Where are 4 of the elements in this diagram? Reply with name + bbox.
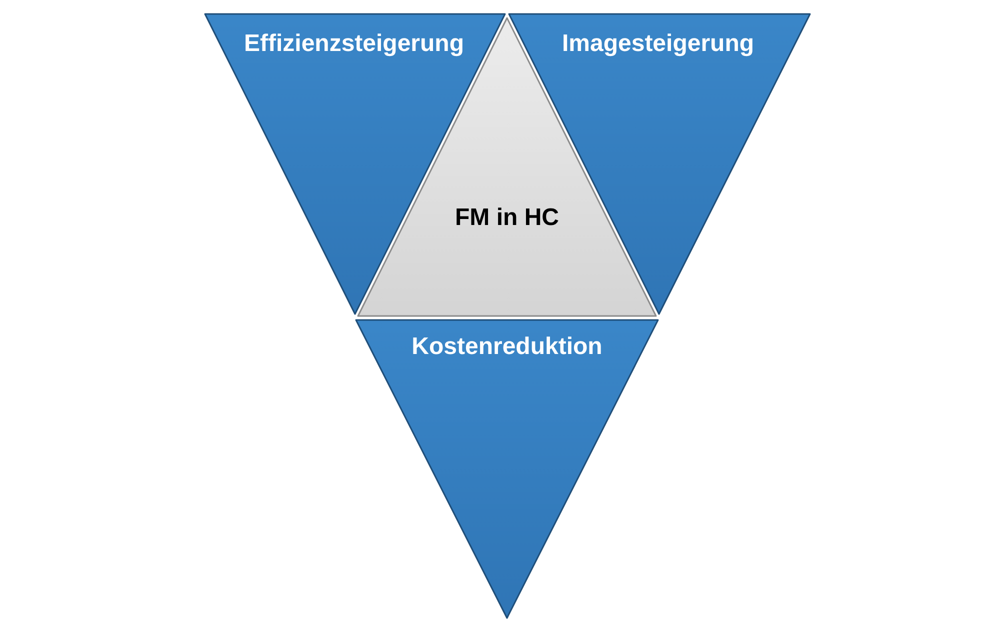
segment-label: Imagesteigerung [562, 30, 754, 58]
segment-label: Kostenreduktion [412, 333, 602, 361]
segment-label: FM in HC [455, 204, 559, 232]
segment-label: Effizienzsteigerung [244, 30, 464, 58]
